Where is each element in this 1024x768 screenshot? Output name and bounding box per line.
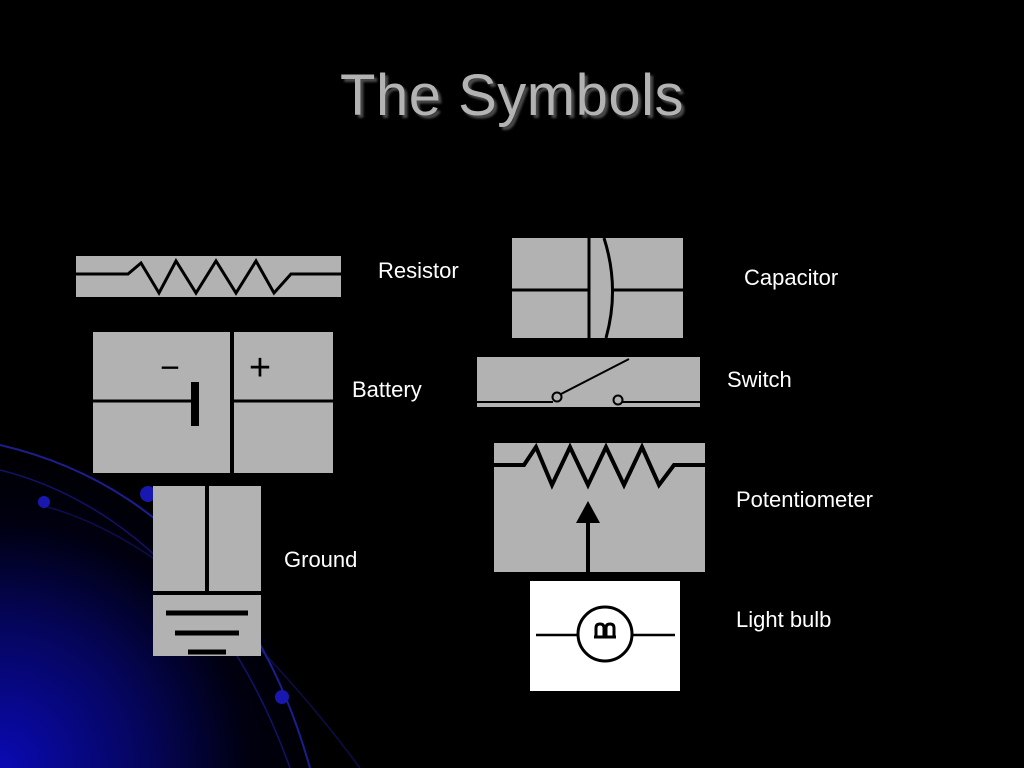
potentiometer-icon	[494, 443, 705, 572]
ground-icon	[153, 486, 261, 656]
capacitor-icon	[512, 238, 683, 338]
battery-label: Battery	[352, 377, 422, 402]
resistor-icon	[76, 256, 341, 297]
resistor-label: Resistor	[378, 258, 459, 283]
capacitor-label: Capacitor	[744, 265, 839, 290]
battery-icon: − +	[93, 332, 333, 473]
ground-label: Ground	[284, 547, 358, 572]
potentiometer-label: Potentiometer	[736, 487, 873, 512]
light-bulb-label: Light bulb	[736, 607, 832, 632]
light-bulb-icon	[530, 581, 680, 691]
switch-label: Switch	[727, 367, 792, 392]
battery-minus-sign: −	[160, 349, 180, 387]
switch-icon	[477, 357, 700, 407]
slide-title: The Symbols	[340, 63, 684, 128]
battery-plus-sign: +	[249, 347, 271, 389]
